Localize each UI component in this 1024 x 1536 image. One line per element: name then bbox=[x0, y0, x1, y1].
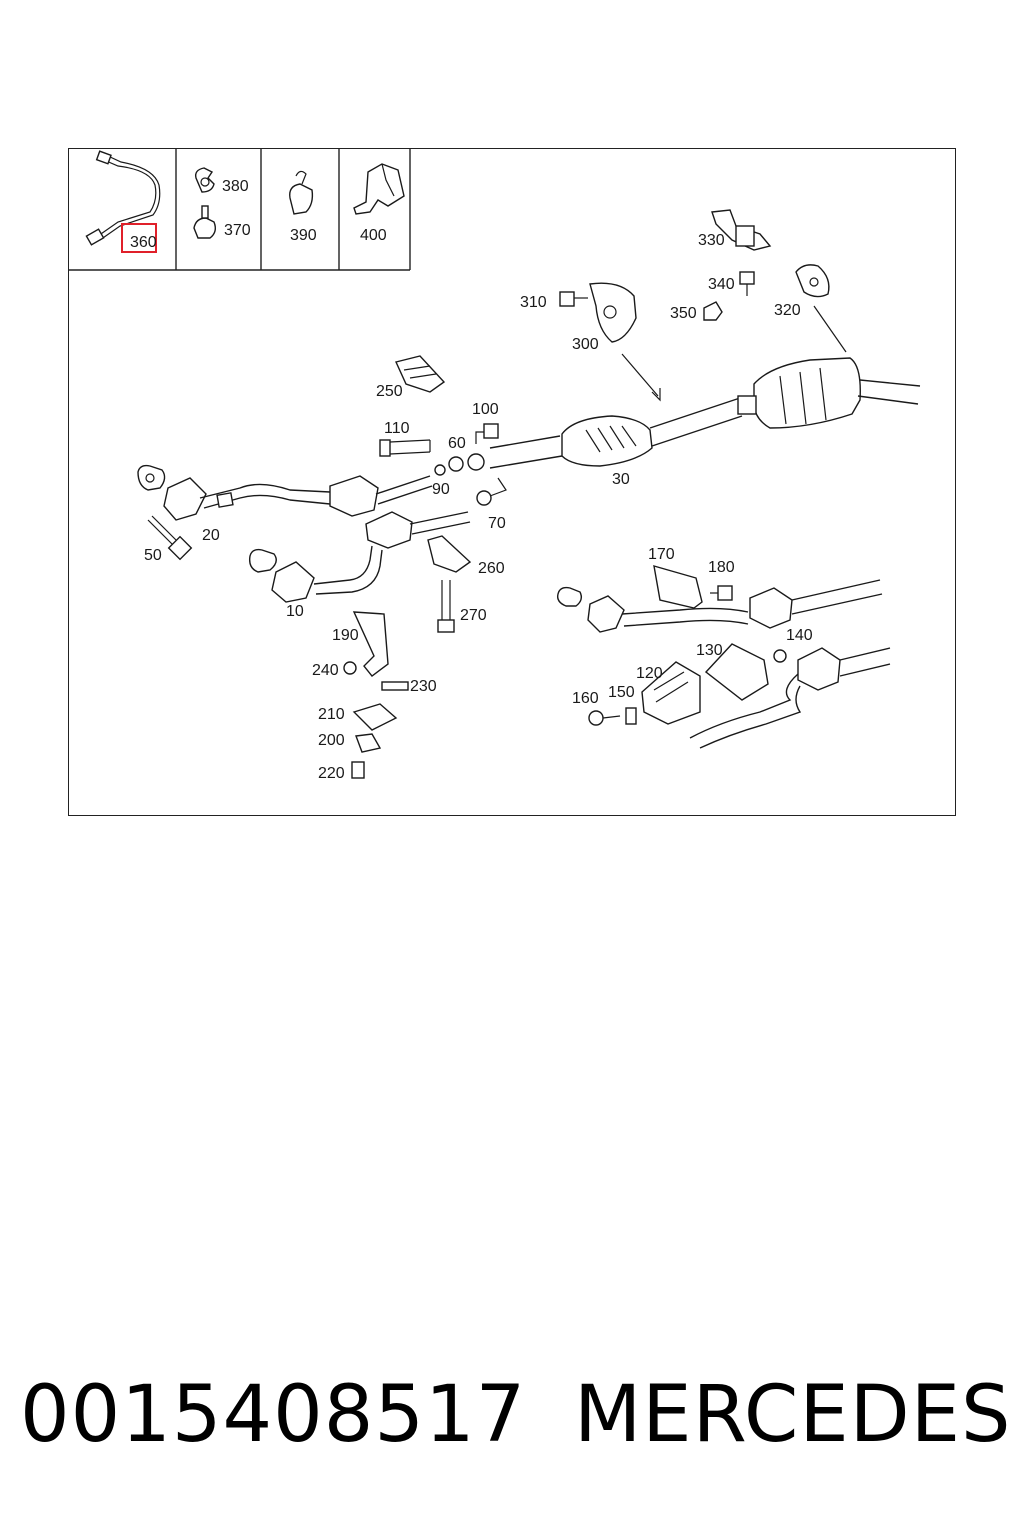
brand-name: MERCEDES bbox=[574, 1370, 1012, 1460]
label-350: 350 bbox=[670, 305, 697, 322]
nut-240[interactable] bbox=[343, 661, 357, 675]
label-240: 240 bbox=[312, 662, 339, 679]
bracket-190[interactable] bbox=[352, 611, 389, 677]
bolt-110[interactable] bbox=[379, 439, 431, 457]
label-390: 390 bbox=[290, 227, 317, 244]
label-10: 10 bbox=[286, 603, 304, 620]
label-220: 220 bbox=[318, 765, 345, 782]
bracket-210[interactable] bbox=[352, 703, 398, 731]
label-200: 200 bbox=[318, 732, 345, 749]
clip-200[interactable] bbox=[355, 733, 382, 753]
label-370: 370 bbox=[224, 222, 251, 239]
front-pipe-10[interactable] bbox=[248, 511, 471, 603]
label-400: 400 bbox=[360, 227, 387, 244]
clip-390[interactable]: 390 bbox=[289, 170, 317, 244]
label-170: 170 bbox=[648, 546, 675, 563]
nut-350[interactable] bbox=[703, 301, 723, 321]
center-cat-30[interactable] bbox=[489, 397, 743, 469]
bolt-270[interactable] bbox=[437, 580, 455, 633]
footer: 0015408517 MERCEDES bbox=[0, 1370, 1024, 1470]
label-210: 210 bbox=[318, 706, 345, 723]
label-190: 190 bbox=[332, 627, 359, 644]
hanger-330[interactable] bbox=[711, 209, 772, 251]
bolt-50[interactable] bbox=[147, 515, 193, 561]
diagram-frame bbox=[68, 148, 956, 816]
highlight-box bbox=[121, 223, 157, 253]
screw-340[interactable] bbox=[739, 271, 755, 296]
isolator-320[interactable] bbox=[795, 264, 847, 353]
screw-160[interactable] bbox=[588, 710, 621, 726]
lower-right-exhaust[interactable] bbox=[556, 579, 891, 749]
front-pipe-20[interactable] bbox=[137, 464, 433, 521]
label-100: 100 bbox=[472, 401, 499, 418]
label-20: 20 bbox=[202, 527, 220, 544]
hanger-300[interactable] bbox=[589, 282, 661, 402]
heat-shield-170[interactable] bbox=[653, 565, 703, 609]
bracket-250[interactable] bbox=[395, 355, 446, 393]
label-50: 50 bbox=[144, 547, 162, 564]
bolt-180[interactable] bbox=[710, 585, 733, 601]
bracket-400[interactable]: 400 bbox=[353, 163, 405, 244]
clip-150[interactable] bbox=[625, 707, 637, 725]
label-360: 360 bbox=[130, 234, 157, 251]
label-90: 90 bbox=[432, 481, 450, 498]
label-30: 30 bbox=[612, 471, 630, 488]
label-320: 320 bbox=[774, 302, 801, 319]
label-110: 110 bbox=[384, 420, 410, 437]
bracket-130[interactable] bbox=[704, 643, 769, 701]
label-310: 310 bbox=[520, 294, 547, 311]
clip-230[interactable] bbox=[381, 681, 409, 691]
nut-140[interactable] bbox=[773, 649, 787, 663]
label-230: 230 bbox=[410, 678, 437, 695]
label-70: 70 bbox=[488, 515, 506, 532]
label-250: 250 bbox=[376, 383, 403, 400]
label-340: 340 bbox=[708, 276, 735, 293]
inset-panels bbox=[68, 148, 411, 271]
label-300: 300 bbox=[572, 336, 599, 353]
label-130: 130 bbox=[696, 642, 723, 659]
bracket-260[interactable] bbox=[427, 535, 472, 573]
label-330: 330 bbox=[698, 232, 725, 249]
clip-380[interactable]: 380 bbox=[194, 167, 249, 195]
bolt-310[interactable] bbox=[559, 291, 588, 307]
label-140: 140 bbox=[786, 627, 813, 644]
clip-370[interactable]: 370 bbox=[193, 205, 251, 239]
label-260: 260 bbox=[478, 560, 505, 577]
part-number: 0015408517 bbox=[20, 1370, 527, 1460]
label-150: 150 bbox=[608, 684, 635, 701]
label-380: 380 bbox=[222, 178, 249, 195]
callout-labels: 10 20 30 50 60 70 90 100 110 120 130 140… bbox=[144, 232, 813, 782]
label-270: 270 bbox=[460, 607, 487, 624]
label-120: 120 bbox=[636, 665, 663, 682]
label-60: 60 bbox=[448, 435, 466, 452]
clamps-60-90-100-70[interactable] bbox=[434, 423, 507, 506]
oxygen-sensor-360[interactable]: 360 bbox=[85, 150, 161, 253]
bolt-220[interactable] bbox=[351, 761, 365, 779]
heat-shield-120[interactable] bbox=[641, 661, 701, 725]
label-180: 180 bbox=[708, 559, 735, 576]
label-160: 160 bbox=[572, 690, 599, 707]
rear-muffler[interactable] bbox=[737, 357, 921, 429]
